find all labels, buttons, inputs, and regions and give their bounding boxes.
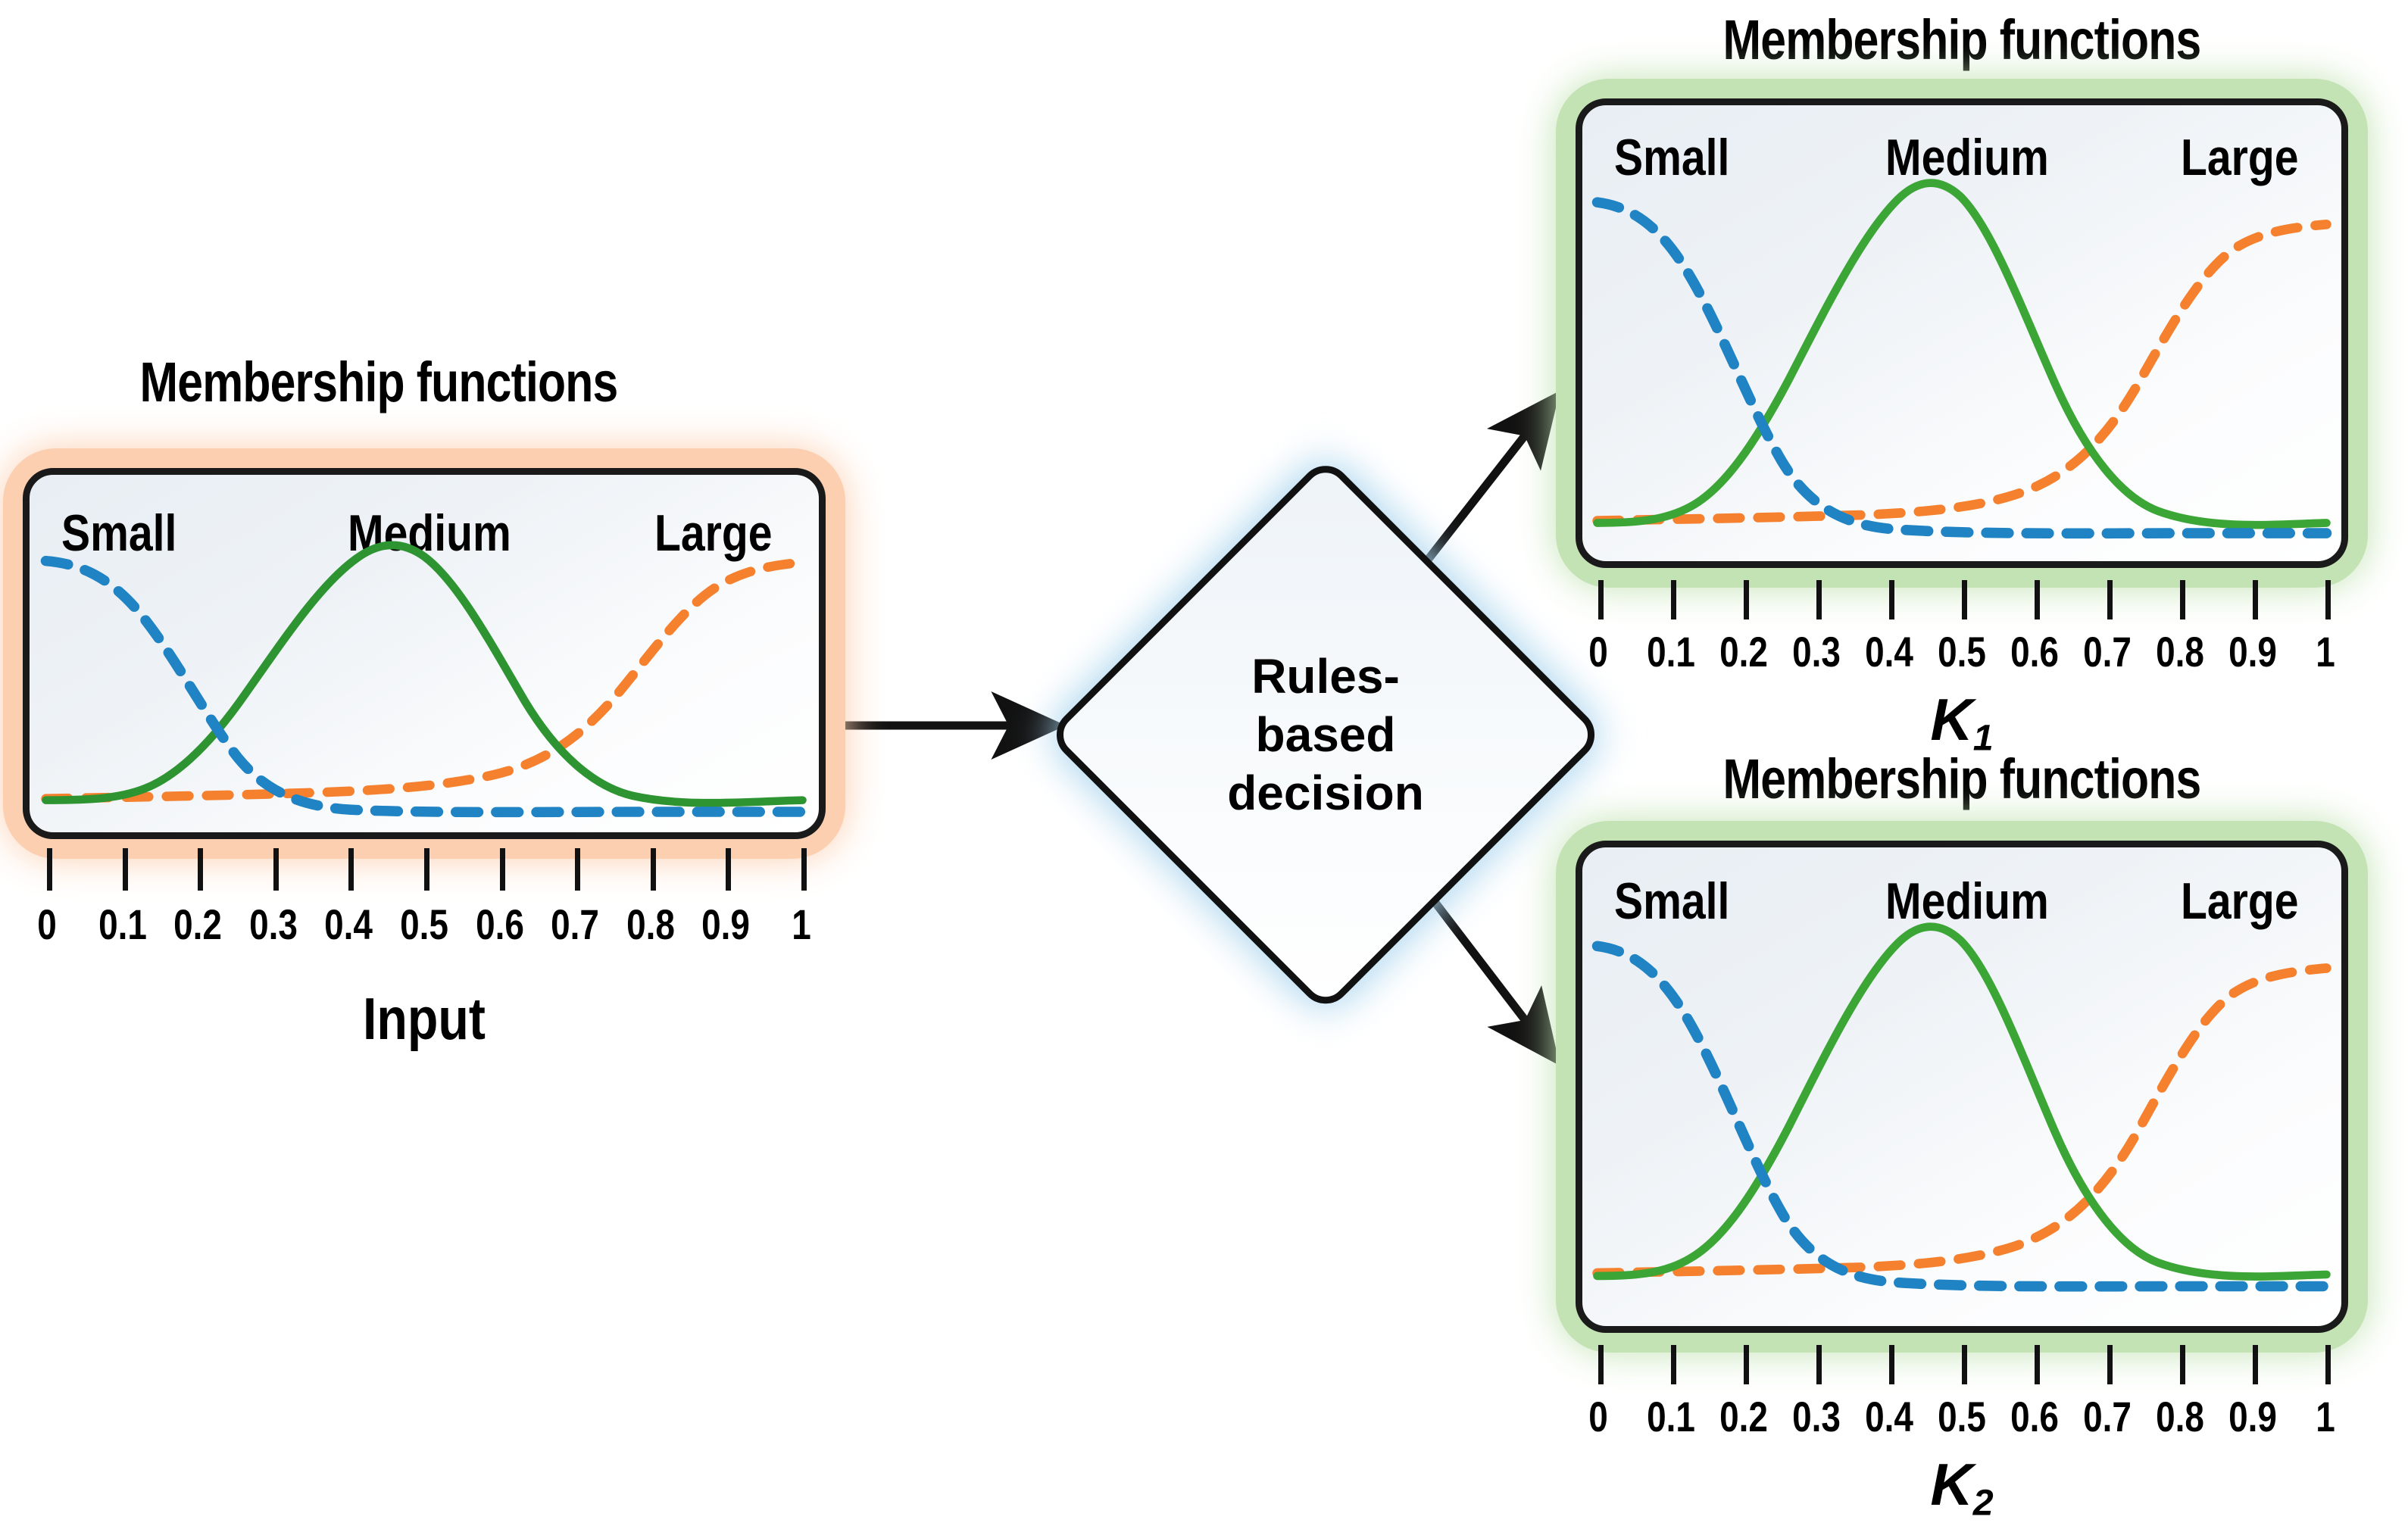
k2-axis-ticks: [1598, 1345, 2331, 1384]
series-small-k1: [1591, 197, 2332, 539]
series-medium-input: [42, 541, 807, 807]
input-chart-plot: [40, 541, 808, 818]
input-label-large: Large: [654, 504, 773, 562]
k1-axis-label: K1: [1598, 685, 2325, 760]
series-large-k2: [1592, 963, 2331, 1278]
panel-title-k2: Membership functions: [1722, 747, 2202, 810]
input-axis-ticks: [47, 848, 807, 891]
k2-label-large: Large: [2181, 872, 2299, 930]
k1-chart-plot: [1591, 179, 2332, 539]
series-large-input: [41, 557, 807, 804]
k2-chart-plot: [1591, 922, 2332, 1292]
series-medium-k1: [1593, 179, 2331, 529]
k2-chart-card: Small Medium Large: [1576, 841, 2348, 1333]
k2-axis-label: K2: [1598, 1450, 2325, 1524]
panel-title-input: Membership functions: [139, 351, 619, 413]
k2-label-medium: Medium: [1885, 872, 2049, 930]
k1-label-small: Small: [1614, 129, 1730, 186]
input-chart: Small Medium Large: [23, 468, 826, 839]
rules-based-decision[interactable]: Rules- based decision: [1040, 449, 1611, 1020]
k1-axis-ticks: [1598, 580, 2331, 619]
k2-label-small: Small: [1614, 872, 1730, 930]
panel-title-k1: Membership functions: [1722, 8, 2202, 71]
k1-chart-card: Small Medium Large: [1576, 98, 2348, 568]
k1-label-medium: Medium: [1885, 129, 2049, 186]
k2-axis-tick-labels: 0 0.1 0.2 0.3 0.4 0.5 0.6 0.7 0.8 0.9 1: [1588, 1393, 2335, 1440]
k1-axis-tick-labels: 0 0.1 0.2 0.3 0.4 0.5 0.6 0.7 0.8 0.9 1: [1588, 628, 2335, 676]
decision-label: Rules- based decision: [1227, 648, 1424, 820]
series-medium-k2: [1593, 922, 2331, 1281]
input-axis-tick-labels: 0 0.1 0.2 0.3 0.4 0.5 0.6 0.7 0.8 0.9 1: [37, 900, 811, 948]
k1-axis-label-base: K: [1930, 686, 1973, 753]
input-axis-label: Input: [362, 985, 486, 1052]
k2-chart: Small Medium Large: [1576, 841, 2348, 1333]
series-small-k2: [1591, 941, 2332, 1292]
k1-axis-label-sub: 1: [1972, 717, 1994, 759]
input-label-small: Small: [61, 504, 177, 562]
k1-label-large: Large: [2181, 129, 2299, 186]
series-small-input: [40, 555, 808, 818]
k2-axis-label-sub: 2: [1972, 1482, 1994, 1524]
series-large-k1: [1592, 219, 2331, 526]
k1-chart: Small Medium Large: [1576, 98, 2348, 568]
input-chart-card: Small Medium Large: [23, 468, 826, 839]
k2-axis-label-base: K: [1930, 1451, 1973, 1518]
